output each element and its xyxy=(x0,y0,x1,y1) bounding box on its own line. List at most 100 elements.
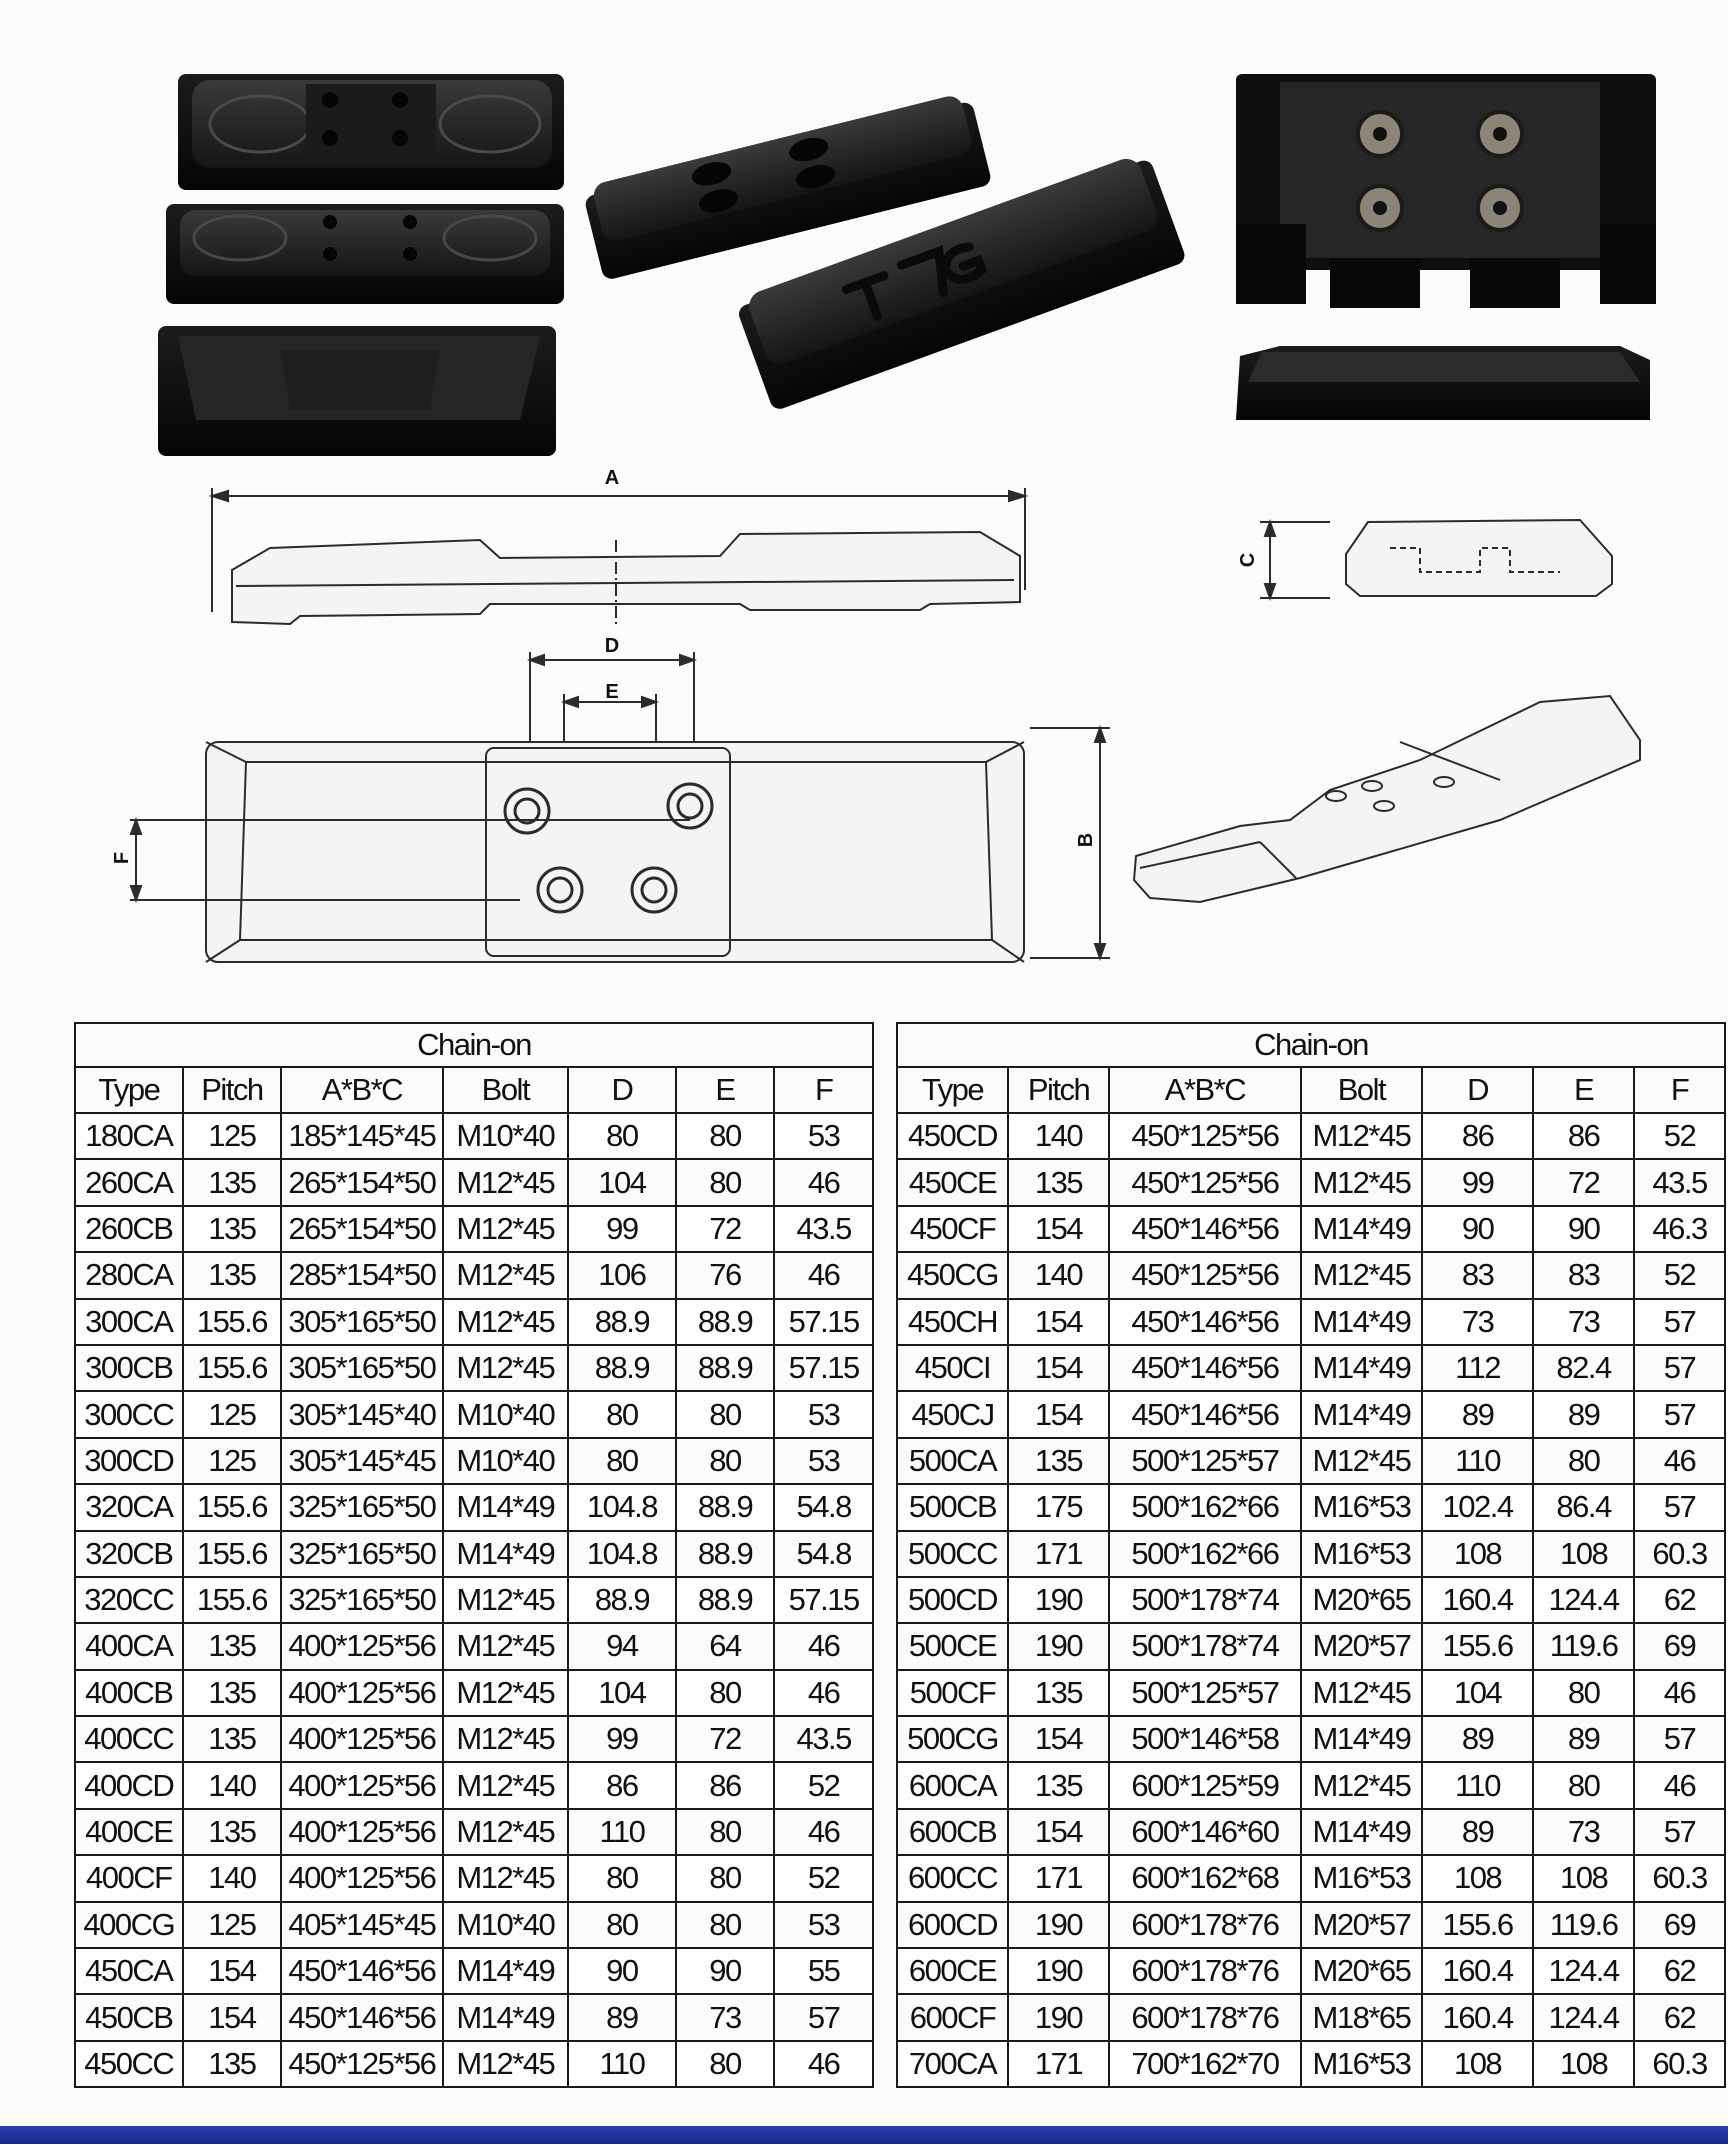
table-cell: 171 xyxy=(1007,1854,1111,1903)
table-cell: 450*146*56 xyxy=(280,1947,444,1996)
table-cell: 500CC xyxy=(895,1529,1010,1578)
table-cell: 320CC xyxy=(74,1575,184,1625)
table-cell: M12*45 xyxy=(441,1343,570,1393)
table-cell: 135 xyxy=(1007,1158,1111,1207)
table-cell: 54.8 xyxy=(773,1529,874,1578)
table-cell: 600CD xyxy=(895,1900,1010,1950)
column-header: Pitch xyxy=(181,1066,283,1114)
table-cell: 305*165*50 xyxy=(280,1297,444,1346)
table-cell: 80 xyxy=(674,1436,776,1486)
table-cell: 400CB xyxy=(74,1668,184,1718)
table-cell: 57 xyxy=(773,1993,874,2042)
table-cell: 104 xyxy=(1421,1668,1535,1718)
table-cell: 52 xyxy=(773,1761,874,1810)
table-cell: 57.15 xyxy=(773,1575,874,1625)
table-cell: 60.3 xyxy=(1633,2039,1726,2089)
table-cell: 46.3 xyxy=(1633,1204,1726,1254)
table-cell: 46 xyxy=(773,1807,874,1857)
table-cell: 140 xyxy=(1007,1111,1111,1161)
table-cell: 450CG xyxy=(895,1251,1010,1300)
table-cell: 62 xyxy=(1633,1993,1726,2042)
table-cell: 54.8 xyxy=(773,1483,874,1532)
column-header: Type xyxy=(74,1066,184,1114)
table-cell: M12*45 xyxy=(441,1251,570,1300)
table-cell: 320CB xyxy=(74,1529,184,1578)
table-cell: 110 xyxy=(567,1807,677,1857)
table-cell: 320CA xyxy=(74,1483,184,1532)
table-cell: 88.9 xyxy=(674,1343,776,1393)
table-cell: 89 xyxy=(1421,1715,1535,1764)
table-title: Chain-on xyxy=(896,1022,1726,1068)
table-cell: 500*146*58 xyxy=(1108,1715,1302,1764)
table-cell: 305*165*50 xyxy=(280,1343,444,1393)
table-cell: 55 xyxy=(773,1947,874,1996)
table-cell: 325*165*50 xyxy=(280,1575,444,1625)
table-cell: M12*45 xyxy=(441,1204,570,1254)
table-cell: 600CA xyxy=(895,1761,1010,1810)
table-cell: M12*45 xyxy=(441,1854,570,1903)
table-cell: 89 xyxy=(1532,1715,1636,1764)
table-cell: 155.6 xyxy=(181,1297,283,1346)
table-cell: 500*125*57 xyxy=(1108,1668,1302,1718)
table-cell: 69 xyxy=(1633,1900,1726,1950)
table-cell: 135 xyxy=(1007,1668,1111,1718)
table-cell: 280CA xyxy=(74,1251,184,1300)
column-header: D xyxy=(1421,1066,1535,1114)
table-cell: 135 xyxy=(181,1807,283,1857)
table-cell: 80 xyxy=(674,1854,776,1903)
table-cell: 43.5 xyxy=(773,1204,874,1254)
table-cell: 160.4 xyxy=(1421,1993,1535,2042)
table-cell: 46 xyxy=(1633,1436,1726,1486)
column-header: A*B*C xyxy=(280,1066,444,1114)
table-cell: 500CA xyxy=(895,1436,1010,1486)
table-cell: 171 xyxy=(1007,1529,1111,1578)
table-cell: 80 xyxy=(674,1111,776,1161)
pad-photo-bottom-view xyxy=(1236,74,1656,308)
table-cell: 80 xyxy=(567,1436,677,1486)
table-cell: 90 xyxy=(567,1947,677,1996)
column-header: F xyxy=(1633,1066,1726,1114)
table-cell: 80 xyxy=(1532,1668,1636,1718)
table-cell: 90 xyxy=(1421,1204,1535,1254)
table-cell: M12*45 xyxy=(441,1761,570,1810)
column-header: Pitch xyxy=(1007,1066,1111,1114)
table-cell: 125 xyxy=(181,1390,283,1439)
table-cell: 80 xyxy=(674,1807,776,1857)
table-cell: M14*49 xyxy=(1299,1297,1424,1346)
table-cell: 88.9 xyxy=(567,1343,677,1393)
table-cell: M14*49 xyxy=(1299,1204,1424,1254)
table-cell: M20*57 xyxy=(1299,1900,1424,1950)
table-cell: M12*45 xyxy=(1299,1668,1424,1718)
table-cell: 119.6 xyxy=(1532,1622,1636,1671)
table-cell: 135 xyxy=(181,1158,283,1207)
table-cell: 86 xyxy=(674,1761,776,1810)
table-cell: 80 xyxy=(1532,1436,1636,1486)
table-cell: 64 xyxy=(674,1622,776,1671)
table-cell: 190 xyxy=(1007,1575,1111,1625)
table-cell: 119.6 xyxy=(1532,1900,1636,1950)
table-cell: M18*65 xyxy=(1299,1993,1424,2042)
table-cell: 600CF xyxy=(895,1993,1010,2042)
table-cell: 108 xyxy=(1421,1854,1535,1903)
table-cell: 450CB xyxy=(74,1993,184,2042)
table-cell: M16*53 xyxy=(1299,2039,1424,2089)
table-cell: 175 xyxy=(1007,1483,1111,1532)
table-cell: 155.6 xyxy=(181,1343,283,1393)
table-cell: 190 xyxy=(1007,1622,1111,1671)
table-cell: 155.6 xyxy=(181,1575,283,1625)
table-cell: 600*178*76 xyxy=(1108,1900,1302,1950)
